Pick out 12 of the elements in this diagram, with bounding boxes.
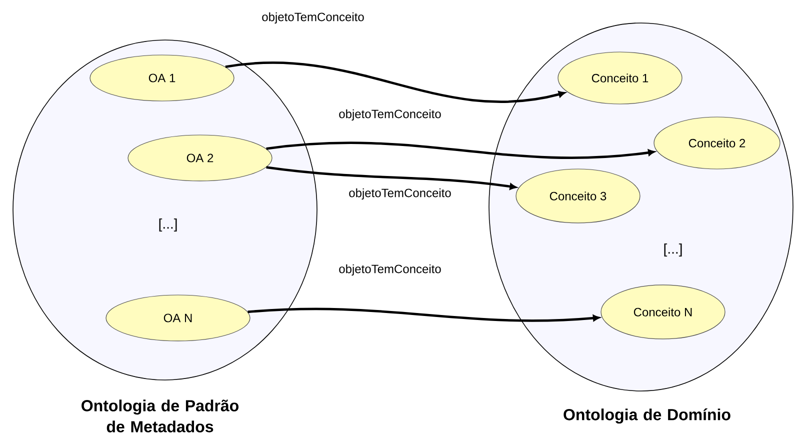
edge-label: objetoTemConceito (338, 263, 442, 277)
arrow (266, 142, 655, 159)
edge-label: objetoTemConceito (260, 11, 366, 25)
arrow (266, 166, 516, 190)
arrow (225, 62, 566, 103)
ellipsis-text: [...] (159, 218, 177, 232)
arrow (248, 308, 600, 322)
node-label: Ontologia de Domínio (564, 408, 730, 424)
edge-label: objetoTemConceito (338, 108, 442, 122)
ellipsis-text: [...] (664, 243, 682, 256)
node-label: Ontologia de Padrão de Metadados (82, 400, 238, 432)
edge-label: objetoTemConceito (348, 187, 452, 201)
